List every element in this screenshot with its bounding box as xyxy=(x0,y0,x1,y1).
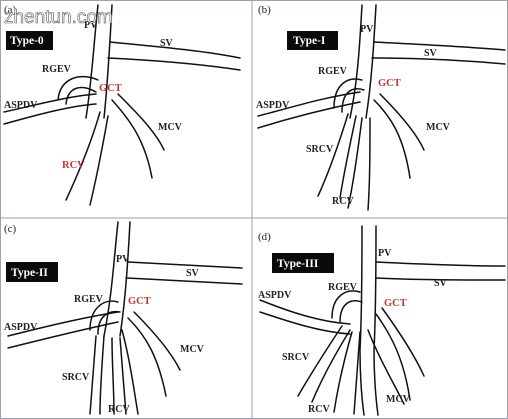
rcv-vein xyxy=(333,329,405,415)
rcv-vein xyxy=(65,111,109,206)
rcv-vein xyxy=(347,117,371,211)
panel-b: (b) Type-I PV SV RGEV GCT ASPDV MCV SRCV… xyxy=(256,4,506,211)
sv-label: SV xyxy=(434,278,448,289)
rcv-label: RCV xyxy=(62,160,85,171)
mcv-label: MCV xyxy=(180,344,205,355)
sv-label: SV xyxy=(424,48,438,59)
panel-letter: (b) xyxy=(258,4,271,16)
sv-vein xyxy=(375,261,506,281)
sv-vein xyxy=(125,261,243,285)
mcv-label: MCV xyxy=(158,122,183,133)
gct-label: GCT xyxy=(128,296,151,307)
aspdv-vein xyxy=(257,91,361,129)
sv-label: SV xyxy=(186,268,200,279)
type-badge xyxy=(6,31,53,50)
rgev-label: RGEV xyxy=(328,282,358,293)
gct-label: GCT xyxy=(378,78,401,89)
aspdv-vein xyxy=(259,299,351,335)
sv-vein xyxy=(107,41,241,71)
aspdv-label: ASPDV xyxy=(4,100,38,111)
panel-c: (c) Type-II PV SV RGEV GCT ASPDV MCV SRC… xyxy=(4,221,243,415)
type-label: Type-I xyxy=(293,35,326,47)
srcv-label: SRCV xyxy=(282,352,310,363)
mcv-vein xyxy=(375,307,425,401)
mcv-vein xyxy=(373,93,425,179)
rcv-label: RCV xyxy=(308,404,330,415)
srcv-label: SRCV xyxy=(306,144,334,155)
srcv-vein xyxy=(89,335,105,415)
pv-vein xyxy=(103,221,131,337)
type-label: Type-0 xyxy=(10,35,44,47)
mcv-vein xyxy=(111,93,165,179)
srcv-vein xyxy=(297,325,351,403)
mcv-vein xyxy=(127,311,181,397)
sv-vein xyxy=(371,41,506,65)
aspdv-label: ASPDV xyxy=(4,322,38,333)
pv-vein xyxy=(349,4,377,119)
aspdv-vein xyxy=(3,93,97,125)
panel-letter: (c) xyxy=(4,223,17,235)
aspdv-vein xyxy=(7,311,119,349)
srcv-vein xyxy=(317,113,357,199)
pv-vein xyxy=(359,225,379,416)
mcv-label: MCV xyxy=(426,122,451,133)
rgev-vein xyxy=(331,290,363,323)
type-label: Type-II xyxy=(11,267,48,279)
type-label: Type-III xyxy=(277,258,319,270)
pv-label: PV xyxy=(84,20,98,31)
rgev-vein xyxy=(57,75,99,105)
panel-a: (a) Type-0 PV SV RGEV GCT ASPDV MCV RCV xyxy=(3,4,241,206)
type-badge xyxy=(287,31,338,50)
pv-label: PV xyxy=(116,254,130,265)
type-badge xyxy=(6,262,58,282)
aspdv-label: ASPDV xyxy=(258,290,292,301)
pv-vein xyxy=(85,4,113,119)
gct-label: GCT xyxy=(384,298,407,309)
aspdv-label: ASPDV xyxy=(256,100,290,111)
panel-letter: (a) xyxy=(4,4,17,16)
sv-label: SV xyxy=(160,38,174,49)
gct-label: GCT xyxy=(99,83,122,94)
type-badge xyxy=(272,253,334,273)
srcv-label: SRCV xyxy=(62,372,90,383)
watermark: zhentun.com xyxy=(4,7,113,28)
rcv-label: RCV xyxy=(108,404,130,415)
rgev-label: RGEV xyxy=(42,64,72,75)
pv-label: PV xyxy=(378,248,392,259)
panel-d: (d) Type-III PV SV RGEV GCT ASPDV MCV SR… xyxy=(258,225,506,416)
rgev-vein xyxy=(333,78,365,113)
rgev-label: RGEV xyxy=(318,66,348,77)
mcv-label: MCV xyxy=(386,394,411,405)
rcv-vein xyxy=(111,329,139,415)
pv-label: PV xyxy=(360,24,374,35)
rcv-label: RCV xyxy=(332,196,354,207)
rgev-label: RGEV xyxy=(74,294,104,305)
panel-letter: (d) xyxy=(258,231,271,243)
